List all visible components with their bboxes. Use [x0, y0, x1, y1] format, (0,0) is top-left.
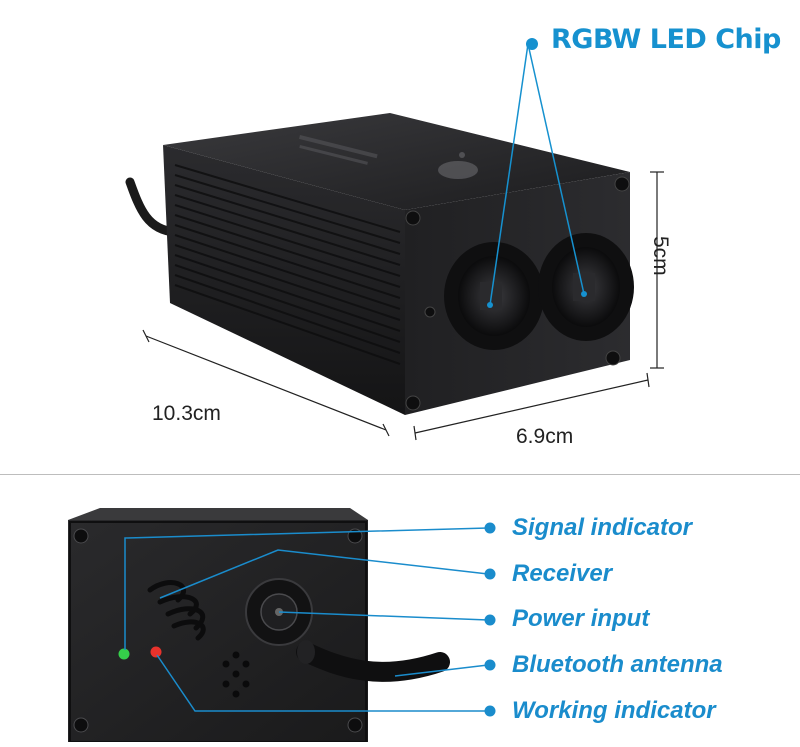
chip-callout-dot	[526, 38, 538, 50]
bluetooth-antenna-label: Bluetooth antenna	[512, 651, 723, 678]
antenna-coil	[147, 580, 206, 641]
section-divider	[0, 474, 800, 475]
working-led	[150, 646, 162, 658]
receiver-label: Receiver	[512, 560, 613, 587]
vent-holes	[222, 651, 250, 698]
chip-callout-lines	[489, 43, 585, 306]
led-port-left	[444, 242, 544, 350]
dimension-depth-label: 6.9cm	[516, 425, 574, 448]
dimension-height-label: 5cm	[649, 236, 672, 276]
rgbw-chip-label: RGBW LED Chip	[551, 24, 781, 55]
dimension-width-label: 10.3cm	[152, 402, 221, 425]
callout-dots	[484, 522, 496, 717]
led-port-right	[538, 233, 634, 341]
callout-leader-lines	[124, 527, 489, 712]
dimension-lines	[142, 171, 664, 441]
power-input-label: Power input	[512, 605, 650, 632]
signal-led	[118, 648, 130, 660]
working-indicator-label: Working indicator	[512, 697, 716, 724]
led-source-device	[125, 113, 634, 415]
signal-indicator-label: Signal indicator	[512, 514, 693, 541]
device-back-panel	[68, 508, 450, 743]
